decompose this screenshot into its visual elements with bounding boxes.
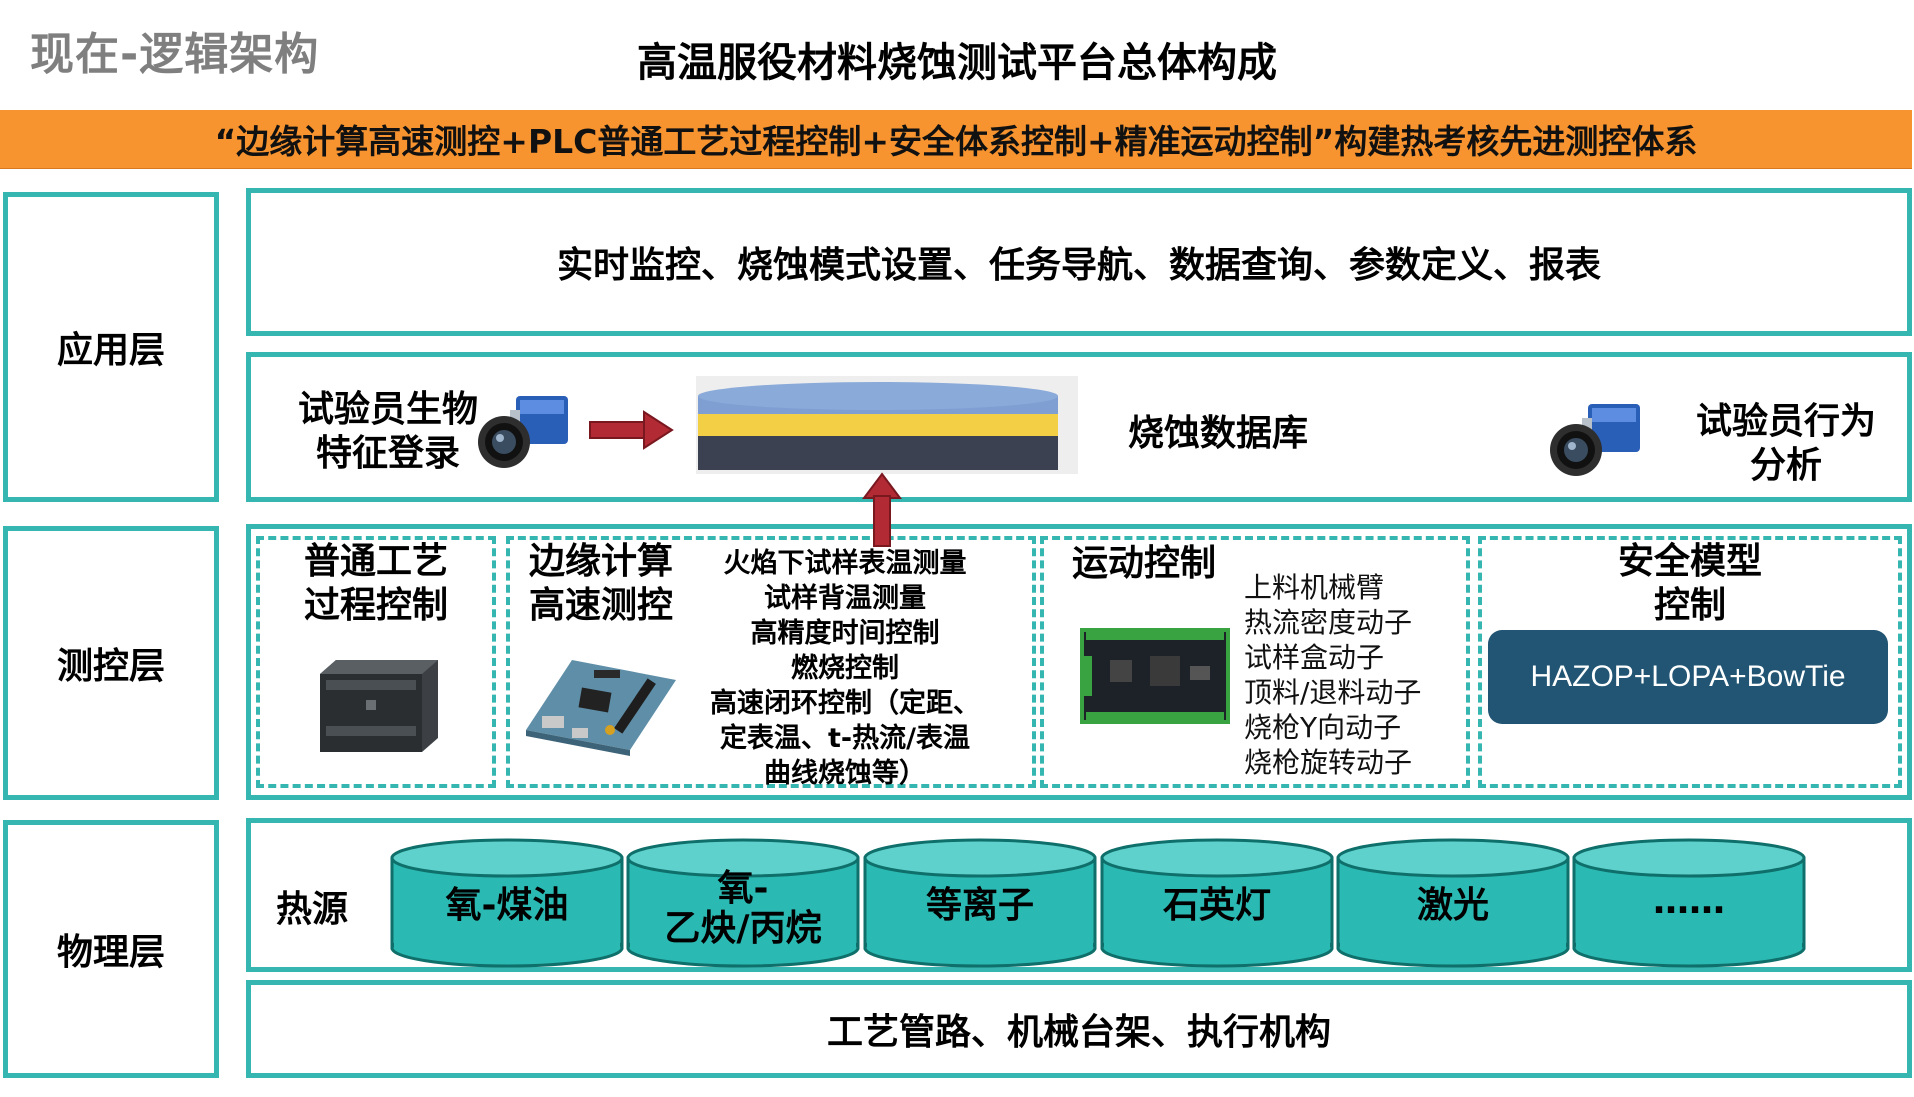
heat-source-cylinders	[390, 838, 1806, 968]
biometric-login-line-2: 特征登录	[315, 433, 460, 474]
application-layer-text: 应用层	[56, 330, 165, 371]
motion-item: 顶料/退料动子	[1244, 676, 1422, 709]
edge-task: 燃烧控制	[791, 653, 899, 684]
heat-source-text: 乙炔/丙烷	[664, 908, 822, 949]
edge-task: 高速闭环控制（定距、	[710, 688, 980, 719]
motion-board-icon	[1080, 628, 1230, 724]
heat-source-text: 氧-煤油	[445, 885, 569, 926]
heat-source-cylinder	[863, 838, 1097, 968]
control-layer-text: 测控层	[56, 646, 165, 687]
edge-task: 高精度时间控制	[750, 618, 940, 649]
edge-task: 曲线烧蚀等）	[764, 758, 926, 789]
hazop-method-badge: HAZOP+LOPA+BowTie	[1488, 630, 1888, 724]
layer-label-physical: 物理层	[3, 820, 219, 1078]
plc-module-icon	[320, 660, 438, 752]
behavior-analysis-line-2: 分析	[1749, 445, 1822, 486]
motion-control-title: 运动控制	[1072, 543, 1217, 584]
motion-item: 烧枪旋转动子	[1244, 746, 1413, 779]
heat-source-label: 热源	[276, 889, 349, 930]
heat-source-cylinder	[1572, 838, 1806, 968]
edge-computing-title: 边缘计算 高速测控	[516, 540, 686, 628]
page-title: 高温服役材料烧蚀测试平台总体构成	[637, 40, 1277, 86]
motion-item-list: 上料机械臂 热流密度动子 试样盒动子 顶料/退料动子 烧枪Y向动子 烧枪旋转动子	[1244, 570, 1421, 780]
motion-item: 上料机械臂	[1244, 571, 1385, 604]
edge-task: 定表温、t-热流/表温	[720, 723, 970, 754]
biometric-login-label: 试验员生物 特征登录	[278, 388, 498, 476]
edge-task: 试样背温测量	[764, 583, 926, 614]
edge-title-line-1: 边缘计算	[528, 541, 673, 582]
heat-source-cylinder	[626, 838, 860, 968]
edge-board-icon	[526, 660, 676, 756]
application-functions-box: 实时监控、烧蚀模式设置、任务导航、数据查询、参数定义、报表	[246, 188, 1912, 336]
edge-computing-section	[506, 536, 1036, 788]
infrastructure-box: 工艺管路、机械台架、执行机构	[246, 980, 1912, 1078]
motion-control-section	[1040, 536, 1470, 788]
safety-model-title: 安全模型 控制	[1478, 540, 1902, 628]
heat-source-oxygen-kerosene: 氧-煤油	[392, 868, 622, 944]
hazop-method-text: HAZOP+LOPA+BowTie	[1530, 660, 1846, 693]
heat-source-plasma: 等离子	[865, 868, 1095, 944]
database-stack-icon	[696, 376, 1078, 474]
safety-model-section	[1478, 536, 1902, 788]
motion-item: 热流密度动子	[1244, 606, 1413, 639]
plc-control-title: 普通工艺 过程控制	[256, 540, 496, 628]
heat-source-more: ……	[1574, 864, 1804, 940]
database-label: 烧蚀数据库	[1128, 413, 1309, 454]
page-label: 现在-逻辑架构	[30, 29, 320, 80]
heat-source-cylinder	[390, 838, 624, 968]
layer-label-application: 应用层	[3, 192, 219, 502]
edge-task-list: 火焰下试样表温测量 试样背温测量 高精度时间控制 燃烧控制 高速闭环控制（定距、…	[690, 546, 1000, 791]
plc-control-section	[256, 536, 496, 788]
architecture-banner: “边缘计算高速测控+PLC普通工艺过程控制+安全体系控制+精准运动控制”构建热考…	[0, 110, 1912, 169]
heat-source-quartz-lamp: 石英灯	[1102, 868, 1332, 944]
heat-source-text: 激光	[1416, 885, 1489, 926]
edge-task: 火焰下试样表温测量	[723, 548, 967, 579]
heat-source-text: 石英灯	[1162, 885, 1271, 926]
behavior-analysis-label: 试验员行为 分析	[1676, 400, 1896, 488]
heat-source-text: ……	[1653, 881, 1725, 922]
layer-label-control: 测控层	[3, 526, 219, 800]
safety-title-line-2: 控制	[1653, 585, 1726, 626]
heat-source-text: 氧-	[717, 868, 769, 909]
heat-source-text: 等离子	[925, 885, 1034, 926]
banner-text: “边缘计算高速测控+PLC普通工艺过程控制+安全体系控制+精准运动控制”构建热考…	[214, 122, 1698, 161]
physical-layer-text: 物理层	[56, 932, 165, 973]
heat-source-cylinder	[1100, 838, 1334, 968]
infrastructure-text: 工艺管路、机械台架、执行机构	[826, 1012, 1331, 1053]
heat-source-oxygen-acetylene: 氧- 乙炔/丙烷	[628, 864, 858, 954]
heat-source-laser: 激光	[1338, 868, 1568, 944]
motion-item: 试样盒动子	[1244, 641, 1385, 674]
motion-item: 烧枪Y向动子	[1244, 711, 1402, 744]
edge-title-line-2: 高速测控	[528, 585, 673, 626]
safety-title-line-1: 安全模型	[1617, 541, 1762, 582]
camera-icon	[1550, 404, 1640, 476]
behavior-analysis-line-1: 试验员行为	[1695, 401, 1876, 442]
heat-source-cylinder	[1336, 838, 1570, 968]
plc-title-line-2: 过程控制	[303, 585, 448, 626]
plc-title-line-1: 普通工艺	[303, 541, 448, 582]
camera-icon	[478, 396, 568, 468]
arrow-up-icon	[862, 472, 902, 547]
application-functions-text: 实时监控、烧蚀模式设置、任务导航、数据查询、参数定义、报表	[556, 245, 1601, 286]
arrow-right-icon	[589, 410, 674, 450]
biometric-login-line-1: 试验员生物	[297, 389, 478, 430]
